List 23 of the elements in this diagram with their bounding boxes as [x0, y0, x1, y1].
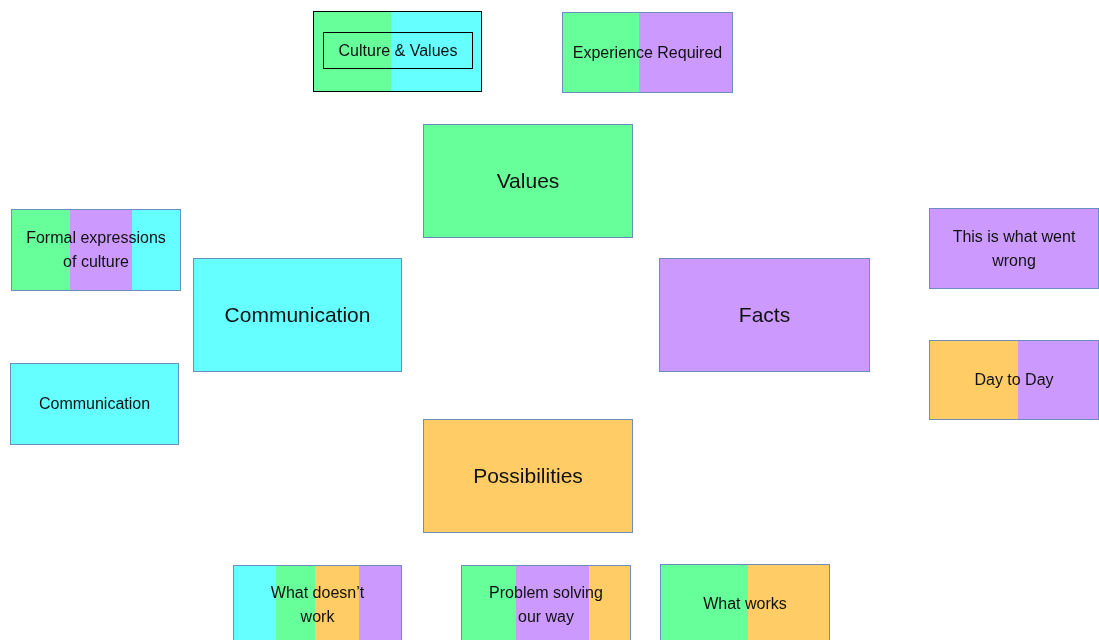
category-box	[11, 209, 181, 291]
category-box	[233, 565, 402, 640]
category-box	[660, 564, 830, 640]
box-label: Experience Required	[571, 42, 724, 63]
box-label: Communication	[37, 394, 152, 414]
box-label: Possibilities	[472, 463, 584, 490]
category-box	[659, 258, 870, 372]
category-box	[193, 258, 402, 372]
category-box	[10, 363, 179, 445]
category-box	[929, 208, 1099, 289]
category-box	[423, 419, 633, 533]
category-box	[313, 11, 482, 92]
box-label: Values	[495, 168, 561, 195]
box-label: Formal expressions of culture	[25, 228, 167, 272]
category-box	[929, 340, 1099, 420]
category-box	[323, 32, 473, 69]
box-label: Communication	[223, 302, 372, 329]
category-box	[423, 124, 633, 238]
box-label: Culture & Values	[337, 40, 459, 61]
box-label: This is what went wrong	[951, 226, 1077, 271]
box-label: Facts	[737, 302, 792, 329]
category-box	[562, 12, 733, 93]
category-box	[461, 565, 631, 640]
